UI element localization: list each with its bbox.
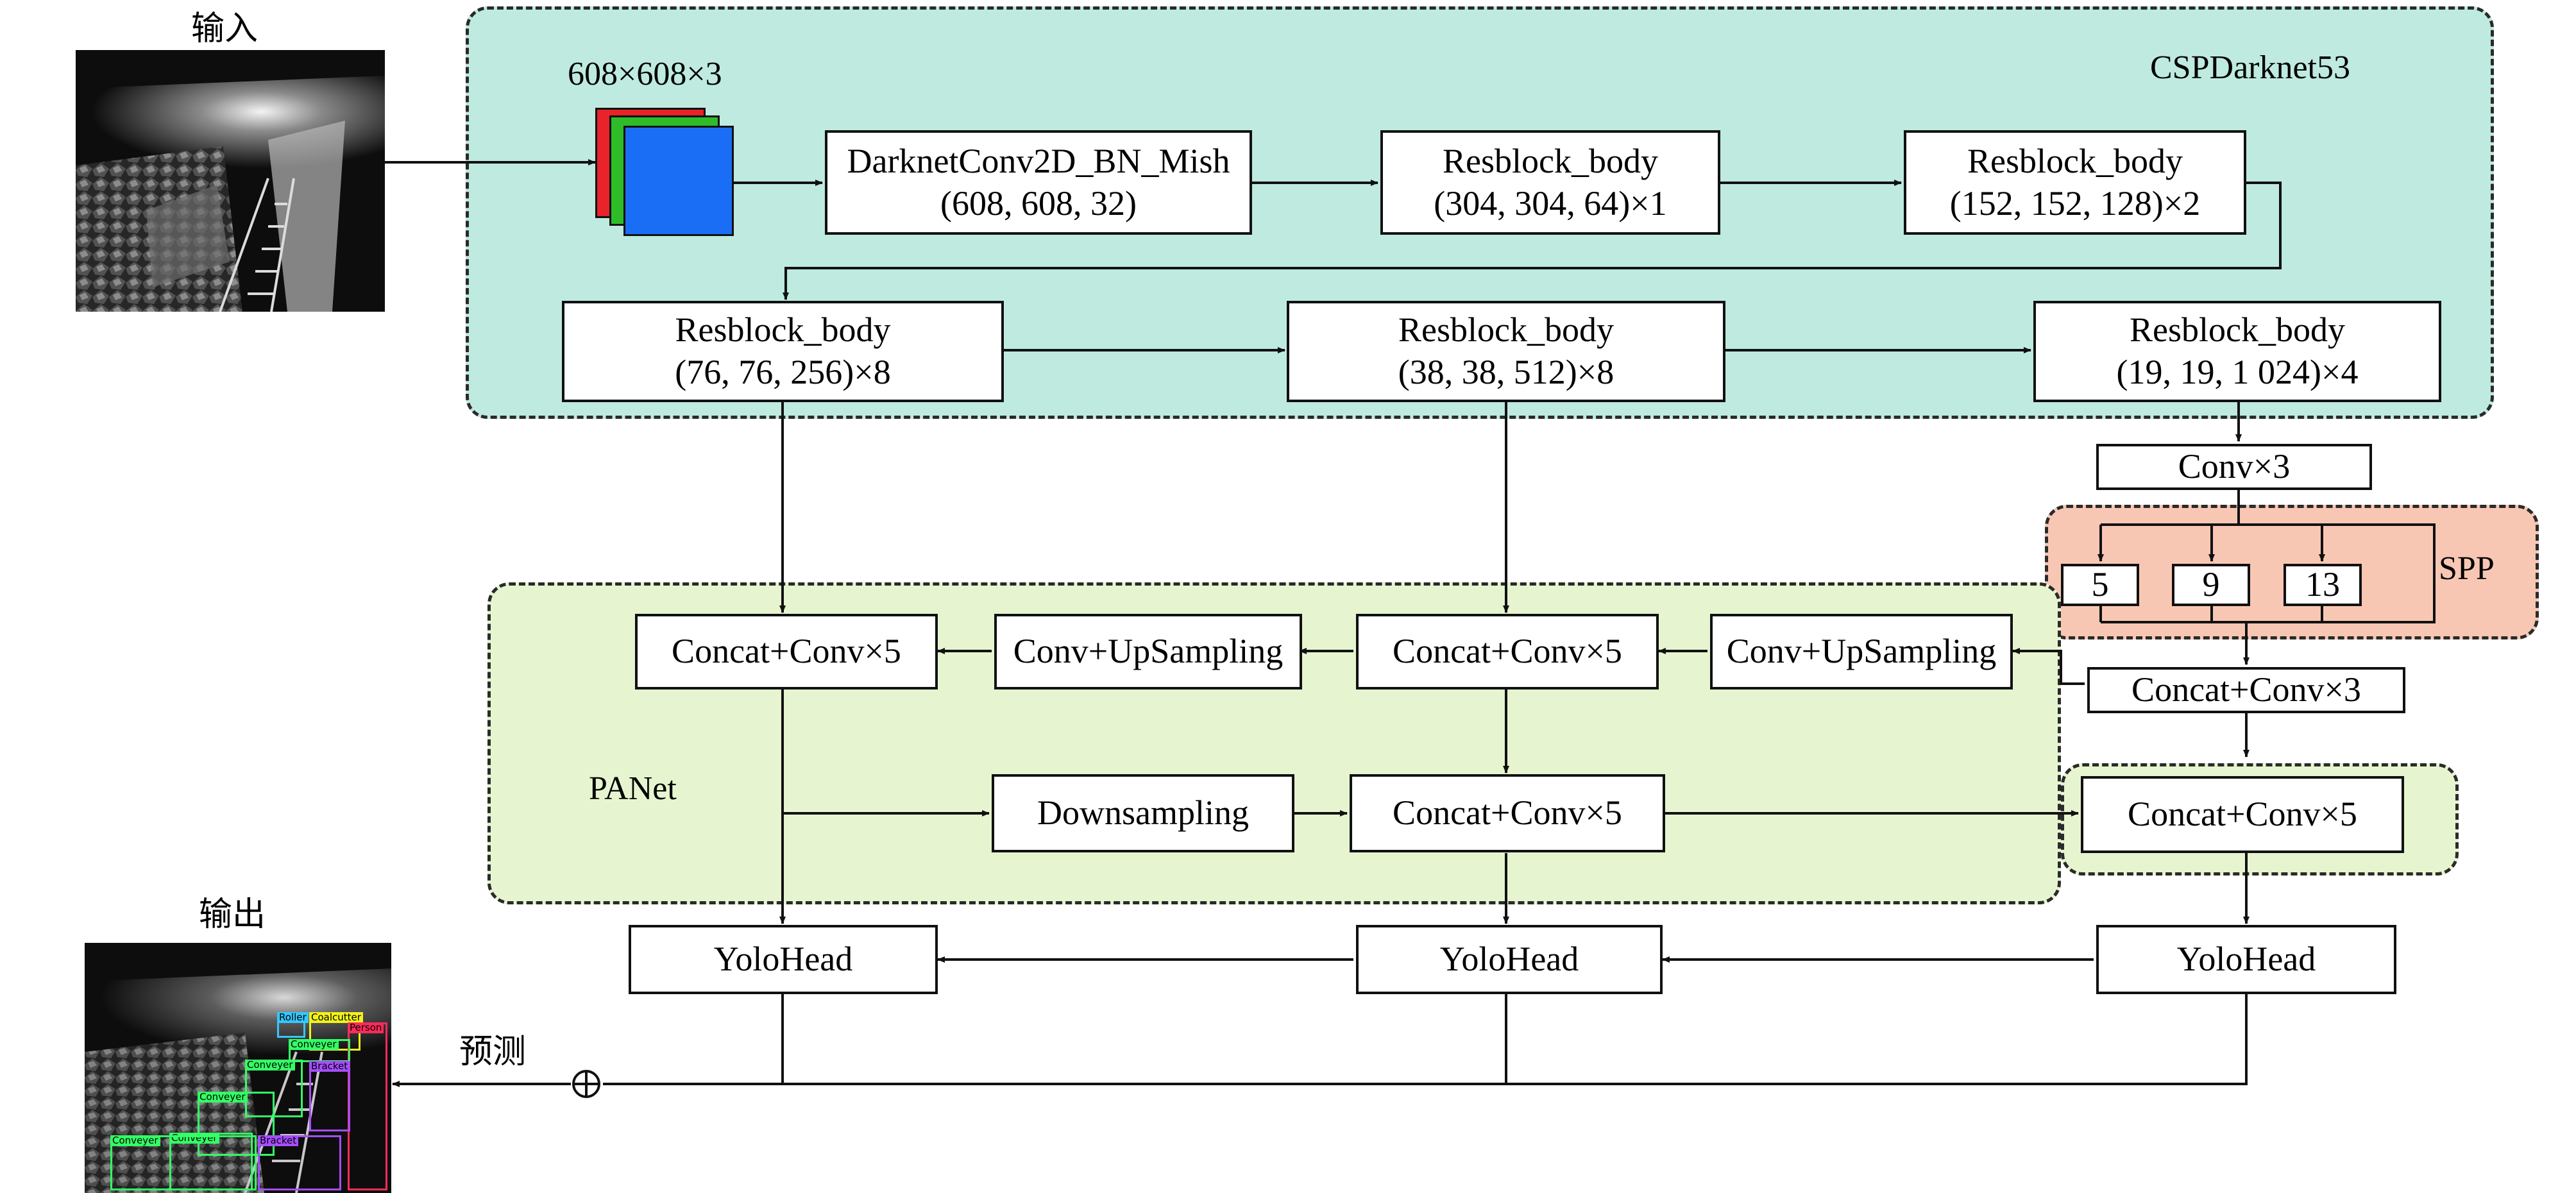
input-label: 输入 <box>191 10 258 48</box>
block-name: Resblock_body <box>675 310 891 350</box>
detection-bracket: Bracket <box>258 1135 341 1190</box>
sum-symbol <box>572 1070 600 1098</box>
panet-concat-mid-bottom: Concat+Conv×5 <box>1350 774 1665 852</box>
panet-concat-left: Concat+Conv×5 <box>635 614 938 690</box>
block-name: Resblock_body <box>1443 141 1658 180</box>
detection-tag: Bracket <box>258 1135 299 1146</box>
output-label: 输出 <box>199 895 266 934</box>
yolohead-left: YoloHead <box>629 925 938 994</box>
block-shape: (76, 76, 256)×8 <box>675 353 891 391</box>
detection-roller: Roller <box>277 1012 309 1038</box>
block-name: DarknetConv2D_BN_Mish <box>847 141 1230 180</box>
spp-concat3-block: Concat+Conv×3 <box>2087 667 2405 713</box>
detection-bracket: Bracket <box>309 1061 350 1131</box>
block-name: Resblock_body <box>1967 141 2183 180</box>
backbone-block-res2: Resblock_body (152, 152, 128)×2 <box>1904 130 2246 235</box>
block-shape: (608, 608, 32) <box>940 183 1137 223</box>
input-size-label: 608×608×3 <box>568 56 722 92</box>
block-shape: (152, 152, 128)×2 <box>1949 183 2201 223</box>
block-name: Resblock_body <box>2130 310 2345 350</box>
spp-conv3-block: Conv×3 <box>2096 444 2372 490</box>
spp-title: SPP <box>2439 550 2495 587</box>
backbone-block-res4: Resblock_body (38, 38, 512)×8 <box>1287 301 1725 402</box>
backbone-title: CSPDarknet53 <box>2150 49 2350 86</box>
backbone-block-res5: Resblock_body (19, 19, 1 024)×4 <box>2033 301 2441 402</box>
detection-tag: Bracket <box>309 1061 350 1072</box>
detection-tag: Roller <box>277 1012 309 1023</box>
input-image <box>76 50 385 312</box>
spp-pool-5: 5 <box>2061 564 2139 606</box>
block-shape: (38, 38, 512)×8 <box>1398 353 1614 391</box>
detection-tag: Conveyer <box>198 1092 248 1103</box>
predict-label: 预测 <box>459 1033 527 1071</box>
block-name: Resblock_body <box>1398 310 1614 350</box>
panet-upsample-right: Conv+UpSampling <box>1710 614 2013 690</box>
yolohead-right: YoloHead <box>2096 925 2396 994</box>
backbone-block-res3: Resblock_body (76, 76, 256)×8 <box>562 301 1004 402</box>
detection-tag: Conveyer <box>289 1039 339 1050</box>
yolohead-mid: YoloHead <box>1356 925 1663 994</box>
panet-downsampling: Downsampling <box>992 774 1294 852</box>
detection-tag: Conveyer <box>245 1060 295 1070</box>
detection-tag: Person <box>348 1022 384 1033</box>
detection-conveyer: Conveyer <box>289 1039 350 1062</box>
block-shape: (19, 19, 1 024)×4 <box>2116 353 2359 391</box>
spp-pool-13: 13 <box>2284 564 2362 606</box>
detection-tag: Conveyer <box>110 1135 160 1146</box>
output-image: Roller Coalcutter Person Conveyer Bracke… <box>85 943 391 1193</box>
panet-title: PANet <box>589 770 677 807</box>
blue-channel <box>623 126 734 236</box>
block-shape: (304, 304, 64)×1 <box>1434 183 1667 223</box>
backbone-block-res1: Resblock_body (304, 304, 64)×1 <box>1380 130 1720 235</box>
panet-upsample-left: Conv+UpSampling <box>994 614 1302 690</box>
spp-pool-9: 9 <box>2172 564 2250 606</box>
panet-concat-right: Concat+Conv×5 <box>2081 776 2404 853</box>
detection-person: Person <box>348 1022 387 1190</box>
detection-conveyer: Conveyer <box>198 1092 275 1156</box>
detection-conveyer: Conveyer <box>110 1135 257 1190</box>
tunnel-picture <box>76 50 385 312</box>
backbone-block-conv: DarknetConv2D_BN_Mish (608, 608, 32) <box>825 130 1252 235</box>
panet-concat-mid-top: Concat+Conv×5 <box>1356 614 1659 690</box>
detection-tag: Coalcutter <box>309 1012 363 1023</box>
